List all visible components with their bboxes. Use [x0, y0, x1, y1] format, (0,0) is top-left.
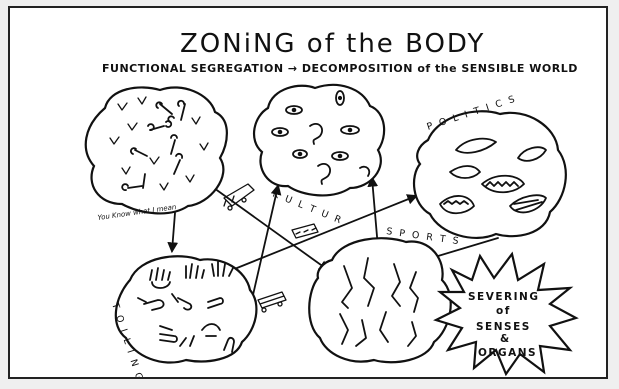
starburst-line-1: SEVERING: [468, 291, 539, 303]
drawing-frame: ZONiNG of the BODY FUNCTIONAL SEGREGATIO…: [8, 6, 608, 379]
starburst-line-4: &: [500, 333, 511, 345]
diagram-title: ZONiNG of the BODY: [180, 29, 485, 59]
severing-starburst: SEVERING of SENSES & ORGANS: [436, 254, 576, 374]
starburst-line-3: SENSES: [476, 321, 531, 333]
politics-zone: P O L I T I C S: [414, 93, 566, 237]
diagram-subtitle: FUNCTIONAL SEGREGATION → DECOMPOSITION o…: [102, 62, 578, 75]
arrow-top-left-to-toiling: [172, 213, 175, 251]
starburst-line-2: of: [496, 305, 511, 317]
sketch-diagram: ZONiNG of the BODY FUNCTIONAL SEGREGATIO…: [10, 8, 606, 377]
starburst-line-5: ORGANS: [478, 347, 537, 359]
toiling-zone: T O I L I N G .: [109, 256, 257, 377]
sports-zone: S P O R T S: [309, 226, 461, 362]
arrow-kultur-to-toiling: [250, 186, 278, 308]
organs-zone: You Know what I mean: [86, 87, 227, 222]
